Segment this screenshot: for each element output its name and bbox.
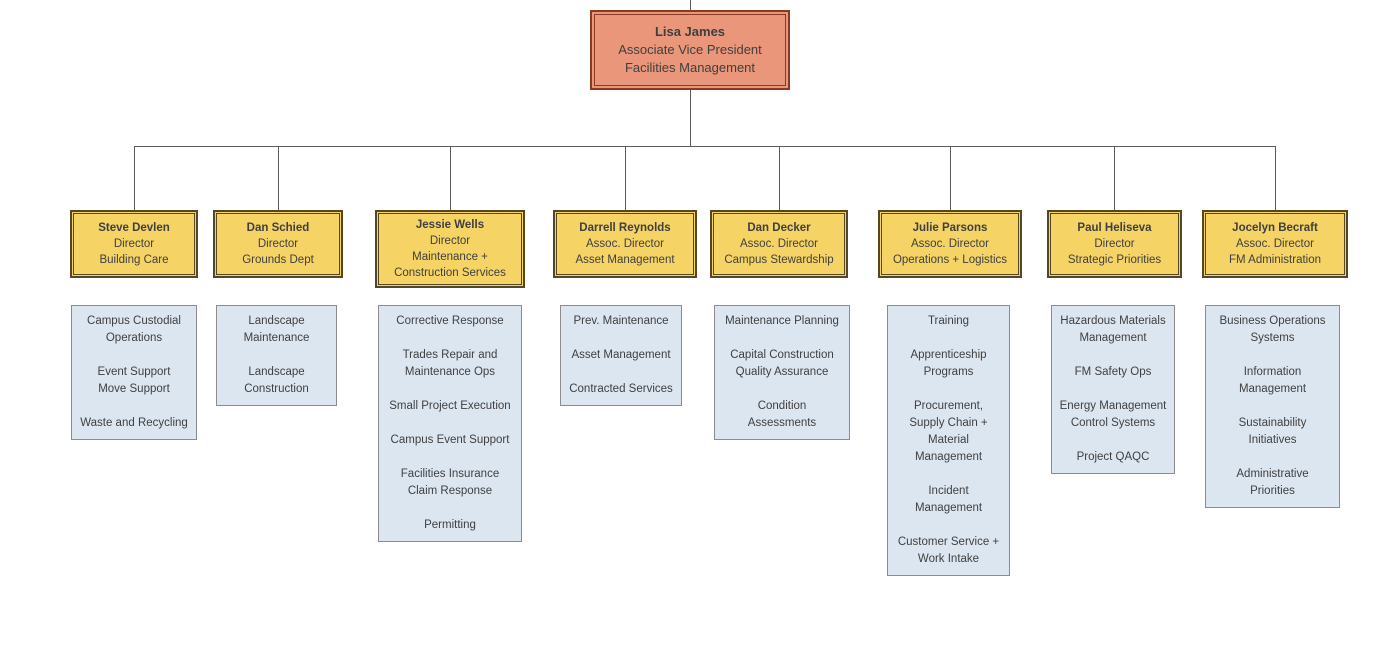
root-box: Lisa James Associate Vice President Faci… <box>590 10 790 90</box>
root-name: Lisa James <box>654 24 726 39</box>
director-title-line: Assoc. Director <box>586 238 664 250</box>
director-title-line: FM Administration <box>1228 254 1322 266</box>
director-title-line: Assoc. Director <box>1236 238 1314 250</box>
director-name: Steve Devlen <box>98 222 170 234</box>
director-name: Jocelyn Becraft <box>1232 222 1318 234</box>
connector-drop <box>134 146 135 210</box>
connector-horizontal-rail <box>134 146 1276 147</box>
director-title-line: Director <box>113 238 155 250</box>
director-title-line: Campus Stewardship <box>724 254 834 266</box>
director-name: Julie Parsons <box>912 222 988 234</box>
connector-drop <box>450 146 451 210</box>
department-list: Business Operations Systems Information … <box>1205 305 1340 508</box>
director-title-line: Strategic Priorities <box>1067 254 1162 266</box>
department-list: Corrective Response Trades Repair and Ma… <box>378 305 522 542</box>
department-list: Hazardous Materials Management FM Safety… <box>1051 305 1175 474</box>
director-title-line: Assoc. Director <box>740 238 818 250</box>
connector-root-top <box>690 0 691 10</box>
department-list: Landscape Maintenance Landscape Construc… <box>216 305 337 406</box>
connector-drop <box>779 146 780 210</box>
department-list: Training Apprenticeship Programs Procure… <box>887 305 1010 576</box>
connector-root-bottom <box>690 90 691 147</box>
director-title-line: Maintenance + <box>412 251 488 263</box>
director-name: Jessie Wells <box>415 219 485 231</box>
department-list: Prev. Maintenance Asset Management Contr… <box>560 305 682 406</box>
director-title-line: Director <box>429 235 471 247</box>
director-title-line: Asset Management <box>575 254 675 266</box>
department-list: Campus Custodial Operations Event Suppor… <box>71 305 197 440</box>
department-list: Maintenance Planning Capital Constructio… <box>714 305 850 440</box>
director-title-line: Building Care <box>99 254 169 266</box>
director-title-line: Assoc. Director <box>911 238 989 250</box>
root-title-line: Associate Vice President <box>618 42 762 57</box>
root-title-line: Facilities Management <box>624 60 756 75</box>
connector-drop <box>950 146 951 210</box>
director-name: Paul Heliseva <box>1077 222 1152 234</box>
connector-drop <box>625 146 626 210</box>
director-title-line: Director <box>1094 238 1135 250</box>
director-title-line: Director <box>257 238 299 250</box>
director-title-line: Construction Services <box>394 267 506 279</box>
director-name: Dan Schied <box>246 222 310 234</box>
connector-drop <box>1114 146 1115 210</box>
connector-drop <box>278 146 279 210</box>
director-name: Dan Decker <box>747 222 811 234</box>
director-name: Darrell Reynolds <box>579 222 671 234</box>
director-title-line: Operations + Logistics <box>892 254 1008 266</box>
director-title-line: Grounds Dept <box>242 254 314 266</box>
connector-drop <box>1275 146 1276 210</box>
